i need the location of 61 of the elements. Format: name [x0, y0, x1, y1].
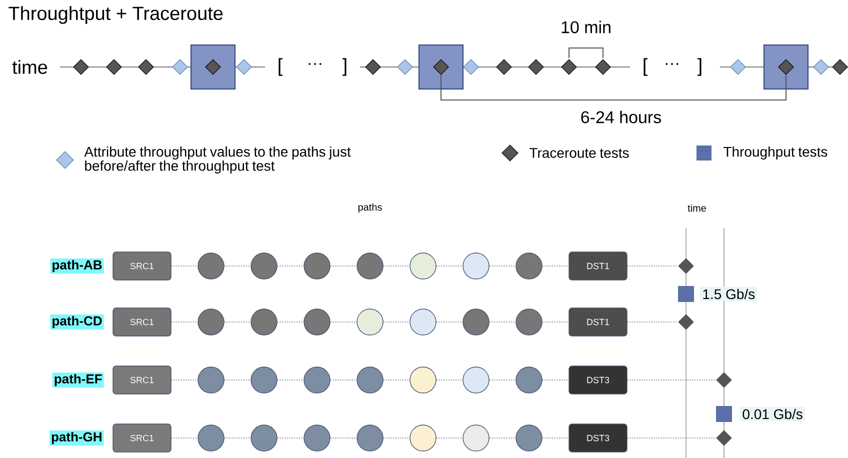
axis-label: time: [12, 60, 48, 74]
traceroute-marker: [716, 372, 732, 388]
hop-circle: [356, 424, 384, 452]
bracket: ]: [698, 58, 702, 76]
legend-text: Throughput tests: [724, 146, 828, 160]
destination-box: DST1: [568, 252, 628, 280]
hop-circle: [410, 252, 436, 280]
path-label: path-AB: [50, 258, 104, 274]
destination-box: DST3: [568, 424, 628, 452]
destination-box: DST1: [568, 308, 628, 336]
hop-circle: [356, 252, 384, 280]
hop-circle: [516, 252, 542, 280]
rate-label: 1.5 Gb/s: [700, 286, 758, 302]
hop-circle: [356, 308, 384, 336]
traceroute-marker: [678, 314, 694, 330]
traceroute-marker: [678, 258, 694, 274]
ellipsis: …: [308, 63, 322, 65]
hop-circle: [250, 308, 278, 336]
title: Throughtput + Traceroute: [8, 6, 223, 24]
destination-box: DST3: [568, 366, 628, 394]
dimension-label: 10 min: [562, 20, 610, 34]
rate-label: 0.01 Gb/s: [740, 406, 805, 422]
hop-circle: [304, 366, 330, 394]
legend-text: Traceroute tests: [530, 148, 629, 158]
source-box: SRC1: [112, 252, 172, 280]
traceroute-marker: [716, 430, 732, 446]
hop-circle: [198, 252, 224, 280]
axis-label: time: [688, 204, 706, 212]
hop-circle: [462, 252, 490, 280]
source-box: SRC1: [112, 366, 172, 394]
source-box: SRC1: [112, 424, 172, 452]
hop-circle: [198, 424, 224, 452]
bracket: ]: [342, 58, 346, 76]
dimension-label: 6-24 hours: [581, 110, 661, 124]
hop-circle: [516, 366, 542, 394]
path-label: path-CD: [50, 314, 104, 330]
hop-circle: [516, 424, 542, 452]
bracket: [: [278, 58, 282, 76]
hop-circle: [304, 252, 330, 280]
path-label: path-GH: [50, 430, 104, 446]
hop-circle: [410, 308, 436, 336]
hop-circle: [462, 424, 490, 452]
hop-circle: [356, 366, 384, 394]
ellipsis: …: [666, 63, 678, 65]
legend-text: Attribute throughput values to the paths just before/after the throughput test: [84, 146, 351, 174]
bracket: [: [644, 58, 648, 76]
hop-circle: [304, 424, 330, 452]
hop-circle: [198, 366, 224, 394]
path-label: path-EF: [52, 372, 104, 388]
hop-circle: [462, 308, 490, 336]
hop-circle: [250, 424, 278, 452]
source-box: SRC1: [112, 308, 172, 336]
axis-label: paths: [358, 203, 382, 213]
hop-circle: [250, 252, 278, 280]
hop-circle: [410, 366, 436, 394]
hop-circle: [462, 366, 490, 394]
hop-circle: [250, 366, 278, 394]
hop-circle: [198, 308, 224, 336]
hop-circle: [410, 424, 436, 452]
hop-circle: [304, 308, 330, 336]
hop-circle: [516, 308, 542, 336]
